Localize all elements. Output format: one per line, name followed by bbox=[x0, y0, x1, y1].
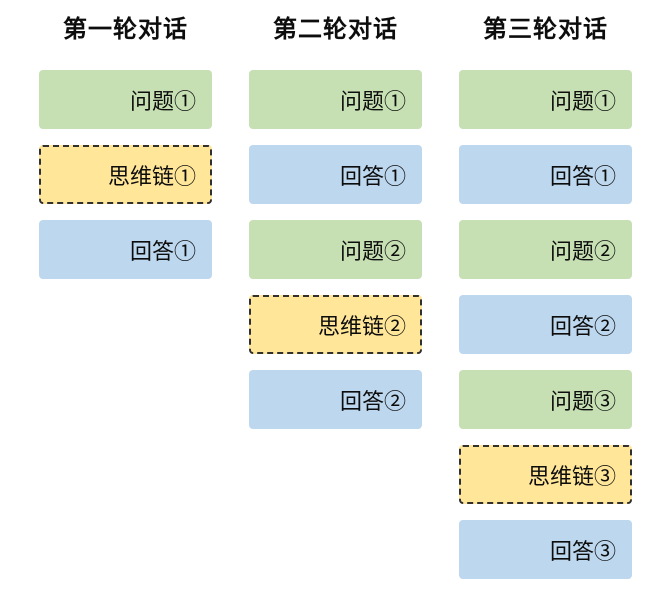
cot-box: 思维链③ bbox=[459, 445, 632, 504]
cot-box: 思维链② bbox=[249, 295, 422, 354]
question-box: 问题① bbox=[39, 70, 212, 129]
column-round-3: 第三轮对话 问题① 回答① 问题② 回答② 问题③ 思维链③ 回答③ bbox=[459, 16, 632, 595]
answer-box: 回答③ bbox=[459, 520, 632, 579]
answer-box: 回答① bbox=[249, 145, 422, 204]
column-round-1: 第一轮对话 问题① 思维链① 回答① bbox=[39, 16, 212, 595]
question-box: 问题③ bbox=[459, 370, 632, 429]
column-title-round-2: 第二轮对话 bbox=[273, 16, 398, 43]
question-box: 问题① bbox=[459, 70, 632, 129]
column-round-2: 第二轮对话 问题① 回答① 问题② 思维链② 回答② bbox=[249, 16, 422, 595]
question-box: 问题② bbox=[249, 220, 422, 279]
question-box: 问题② bbox=[459, 220, 632, 279]
column-title-round-3: 第三轮对话 bbox=[483, 16, 608, 43]
cot-box: 思维链① bbox=[39, 145, 212, 204]
answer-box: 回答② bbox=[249, 370, 422, 429]
answer-box: 回答② bbox=[459, 295, 632, 354]
answer-box: 回答① bbox=[459, 145, 632, 204]
column-title-round-1: 第一轮对话 bbox=[63, 16, 188, 43]
answer-box: 回答① bbox=[39, 220, 212, 279]
question-box: 问题① bbox=[249, 70, 422, 129]
